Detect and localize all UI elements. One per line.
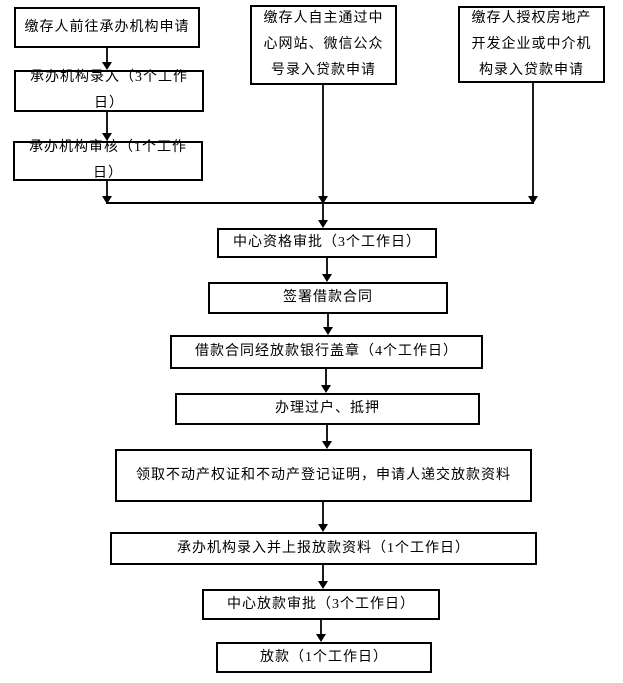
arrowhead-down-icon xyxy=(318,524,328,532)
arrowhead-down-icon xyxy=(322,441,332,449)
arrowhead-down-icon xyxy=(323,327,333,335)
arrow-stem xyxy=(106,112,108,135)
arrow-stem xyxy=(322,203,324,222)
node-center-loan-approval: 中心放款审批（3个工作日） xyxy=(202,589,440,620)
arrowhead-down-icon xyxy=(316,634,326,642)
node-transfer-and-mortgage: 办理过户、抵押 xyxy=(175,393,480,425)
flow-arrow-down xyxy=(323,314,333,335)
arrow-stem xyxy=(322,565,324,583)
flow-arrow-down xyxy=(528,83,538,204)
flow-arrow-down xyxy=(316,620,326,642)
arrowhead-down-icon xyxy=(322,274,332,282)
arrow-stem xyxy=(106,48,108,64)
arrow-stem xyxy=(327,314,329,329)
arrow-stem xyxy=(322,85,324,198)
flow-arrow-down xyxy=(318,203,328,228)
node-sign-loan-contract: 签署借款合同 xyxy=(208,282,448,314)
flow-arrow-down xyxy=(102,112,112,141)
node-self-service-entry: 缴存人自主通过中心网站、微信公众号录入贷款申请 xyxy=(250,5,397,85)
node-agency-entry: 承办机构录入（3个工作日） xyxy=(14,70,204,112)
flow-arrow-down xyxy=(318,565,328,589)
node-apply-at-agency: 缴存人前往承办机构申请 xyxy=(14,7,200,48)
node-bank-seal-contract: 借款合同经放款银行盖章（4个工作日） xyxy=(170,335,483,369)
node-center-qualification: 中心资格审批（3个工作日） xyxy=(217,228,437,258)
flow-arrow-down xyxy=(321,369,331,393)
flow-arrow-down xyxy=(322,425,332,449)
node-disbursement: 放款（1个工作日） xyxy=(216,642,432,673)
arrow-stem xyxy=(325,369,327,387)
arrowhead-down-icon xyxy=(318,220,328,228)
arrowhead-down-icon xyxy=(318,581,328,589)
node-agency-review: 承办机构审核（1个工作日） xyxy=(13,140,203,181)
node-authorized-entry: 缴存人授权房地产开发企业或中介机构录入贷款申请 xyxy=(458,6,605,83)
flow-arrow-down xyxy=(318,502,328,532)
arrowhead-down-icon xyxy=(102,62,112,70)
arrow-stem xyxy=(326,425,328,443)
flow-arrow-down xyxy=(102,48,112,70)
arrowhead-down-icon xyxy=(102,133,112,141)
node-obtain-certificates: 领取不动产权证和不动产登记证明，申请人递交放款资料 xyxy=(115,449,532,502)
arrowhead-down-icon xyxy=(321,385,331,393)
arrow-stem xyxy=(326,258,328,276)
arrow-stem xyxy=(532,83,534,198)
arrowhead-down-icon xyxy=(528,196,538,204)
arrow-stem xyxy=(320,620,322,636)
arrow-stem xyxy=(322,502,324,526)
flow-arrow-down xyxy=(102,181,112,204)
arrowhead-down-icon xyxy=(318,196,328,204)
flow-arrow-down xyxy=(318,85,328,204)
arrowhead-down-icon xyxy=(102,196,112,204)
arrow-stem xyxy=(106,181,108,198)
node-agency-submit-material: 承办机构录入并上报放款资料（1个工作日） xyxy=(110,532,537,565)
flow-arrow-down xyxy=(322,258,332,282)
